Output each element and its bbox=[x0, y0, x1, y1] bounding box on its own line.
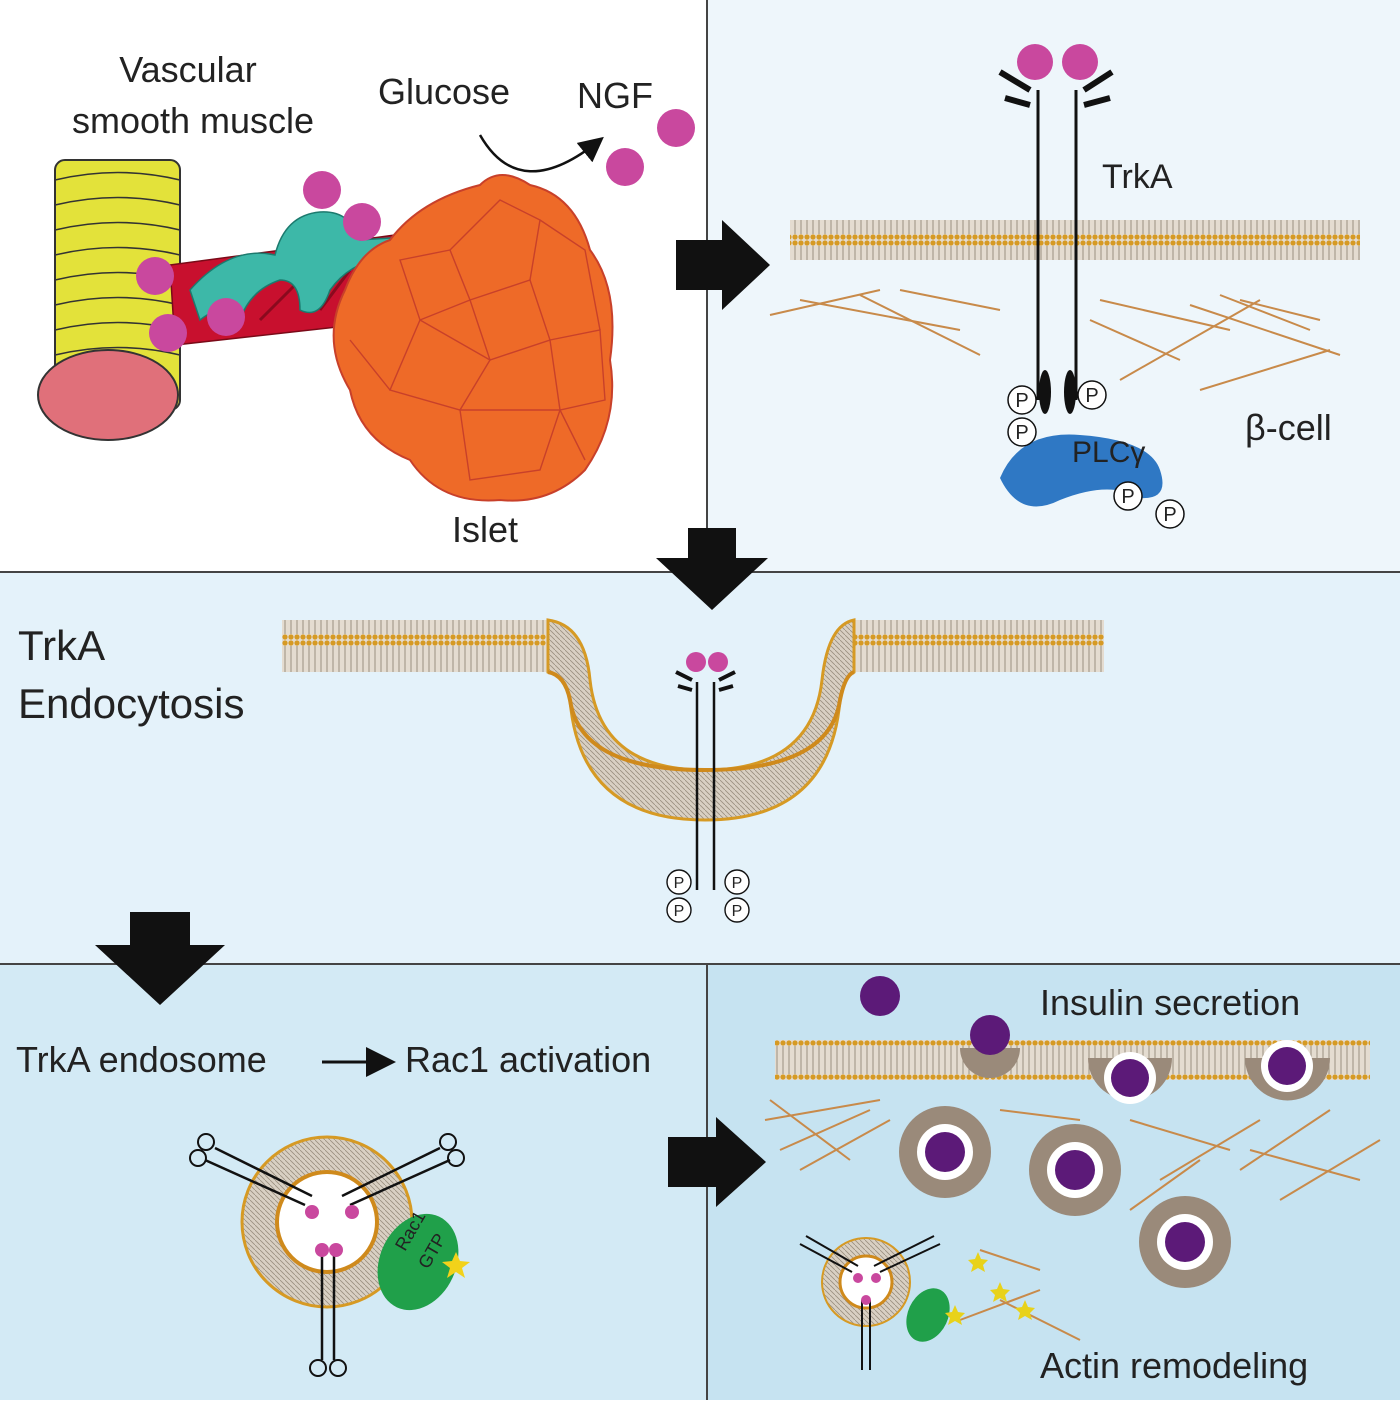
smooth-muscle-vessel bbox=[37, 159, 181, 441]
glucose-arrow bbox=[478, 134, 604, 173]
invaginating-membrane bbox=[282, 618, 1104, 822]
label-trka-endosome: TrkA endosome bbox=[16, 1039, 267, 1080]
label-insulin-secretion: Insulin secretion bbox=[1040, 982, 1300, 1023]
label-rac1-activation: Rac1 activation bbox=[405, 1039, 651, 1080]
label-endocytosis-trka: TrkA bbox=[18, 622, 105, 669]
trka-dimer-endocytosis bbox=[675, 652, 736, 890]
activation-stars bbox=[945, 1252, 1035, 1325]
label-plc-gamma: PLCγ bbox=[1072, 436, 1145, 469]
flow-arrow-right-top bbox=[676, 220, 770, 310]
actin-filaments-top bbox=[769, 289, 1341, 391]
label-endocytosis: Endocytosis bbox=[18, 680, 244, 727]
phospho-groups-middle: P P P P bbox=[666, 869, 750, 923]
svg-text:P: P bbox=[1085, 385, 1098, 407]
label-beta-cell: β-cell bbox=[1245, 407, 1332, 448]
flow-arrow-down-middle bbox=[656, 528, 768, 610]
islet bbox=[332, 174, 614, 502]
label-vascular: Vascular bbox=[119, 49, 256, 90]
ngf-on-vessel bbox=[136, 171, 381, 352]
flow-arrow-right-bottom bbox=[668, 1117, 766, 1207]
label-islet: Islet bbox=[452, 509, 518, 550]
label-glucose: Glucose bbox=[378, 71, 510, 112]
pericyte bbox=[189, 211, 391, 322]
trka-dimer-top bbox=[998, 69, 1114, 414]
ngf-bound-top bbox=[1017, 44, 1098, 80]
svg-text:P: P bbox=[674, 903, 685, 920]
insulin-granules bbox=[860, 976, 1330, 1288]
label-ngf: NGF bbox=[577, 75, 653, 116]
svg-text:P: P bbox=[1121, 486, 1134, 508]
trka-endosome-small bbox=[799, 1235, 950, 1370]
actin-filaments-bottom bbox=[764, 1099, 1381, 1341]
phospho-groups-top: P P P P P bbox=[1007, 380, 1185, 529]
label-trka: TrkA bbox=[1102, 158, 1173, 196]
svg-text:P: P bbox=[732, 875, 743, 892]
flow-arrow-down-left bbox=[95, 912, 225, 1005]
label-smooth-muscle: smooth muscle bbox=[72, 100, 314, 141]
svg-text:P: P bbox=[674, 875, 685, 892]
svg-text:P: P bbox=[1163, 504, 1176, 526]
svg-text:P: P bbox=[1015, 422, 1028, 444]
trka-endosome bbox=[189, 1133, 465, 1377]
label-actin-remodeling: Actin remodeling bbox=[1040, 1345, 1308, 1386]
svg-text:P: P bbox=[1015, 390, 1028, 412]
svg-text:P: P bbox=[732, 903, 743, 920]
ngf-secreted bbox=[606, 109, 695, 186]
